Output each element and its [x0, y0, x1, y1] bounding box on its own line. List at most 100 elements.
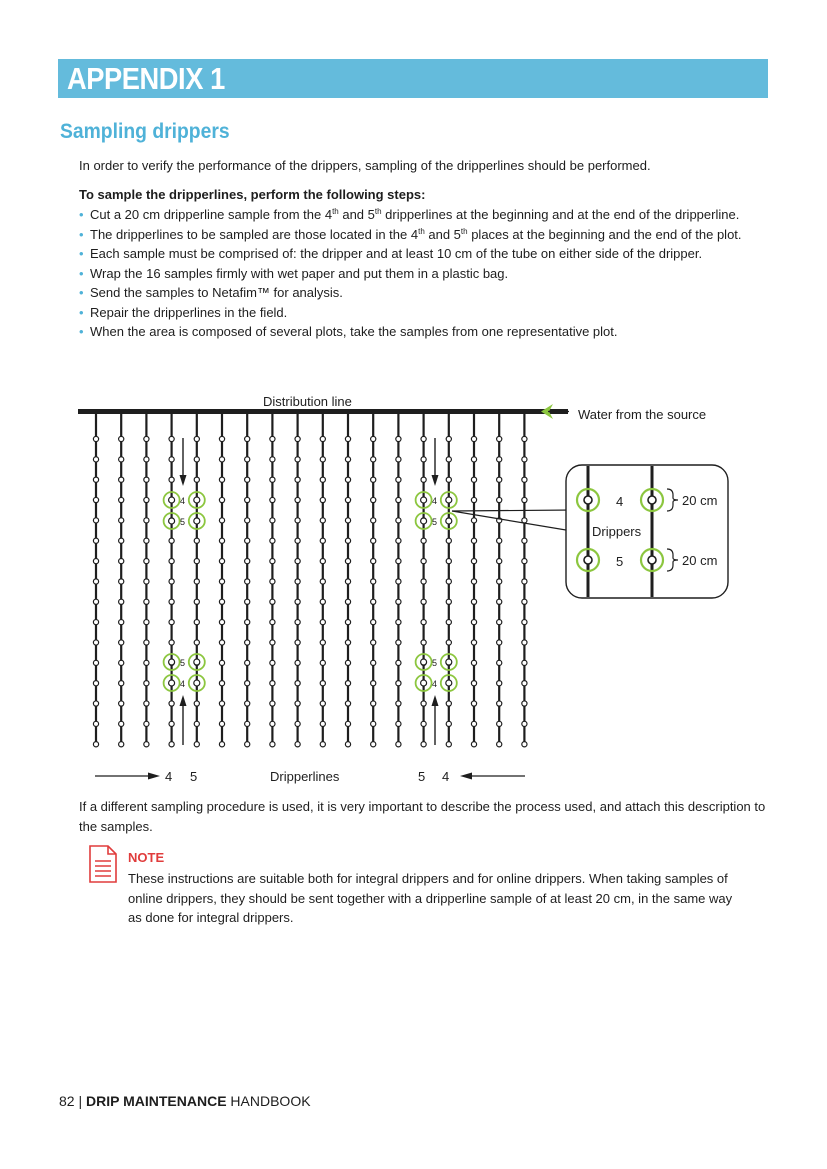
dripper — [445, 456, 452, 463]
superscript: th — [460, 226, 468, 236]
inset-sample-ring — [639, 547, 665, 573]
dripper — [92, 618, 100, 626]
inset-dripper — [583, 555, 593, 565]
dripper — [218, 435, 226, 443]
dripper — [496, 578, 503, 585]
dripper — [420, 741, 427, 748]
dripper — [420, 578, 427, 585]
dripper — [470, 618, 478, 626]
dripper — [496, 700, 503, 707]
dripper — [420, 639, 427, 646]
length-brace-icon — [666, 488, 679, 512]
step-text: Send the samples to Netafim™ for analysi… — [90, 285, 343, 300]
sampled-dripper — [420, 517, 428, 525]
dripper — [117, 578, 125, 585]
dripper — [496, 659, 503, 667]
dripper — [117, 496, 125, 504]
dripper — [243, 680, 251, 687]
dripper — [218, 598, 226, 606]
inset-frame — [565, 464, 729, 599]
inset-sample-ring — [575, 547, 601, 573]
dripper — [117, 517, 125, 524]
sample-ring — [187, 653, 206, 671]
sample-ring — [439, 512, 458, 530]
sampled-dripper — [445, 679, 453, 687]
dripper — [370, 659, 377, 667]
dripper — [294, 537, 301, 544]
dripper — [445, 618, 452, 626]
dripper — [420, 557, 427, 565]
down-arrow-icon — [179, 475, 187, 486]
dripper — [395, 578, 402, 585]
dripper — [370, 598, 377, 606]
dripper — [370, 639, 377, 646]
dripper — [496, 557, 503, 565]
sampled-dripper — [168, 496, 176, 504]
bullet-icon: • — [79, 285, 84, 300]
inset-dripper — [583, 495, 593, 505]
dripper — [218, 496, 226, 504]
step-item: • Cut a 20 cm dripperline sample from th… — [79, 205, 779, 225]
dripper — [269, 517, 276, 524]
dripper — [445, 435, 452, 443]
dripper — [117, 680, 125, 687]
dripper — [319, 578, 326, 585]
dripper — [420, 435, 427, 443]
step-item: • The dripperlines to be sampled are tho… — [79, 225, 779, 245]
dripper — [117, 537, 125, 544]
dripper — [168, 557, 175, 565]
dripper — [269, 700, 276, 707]
dripper — [143, 496, 150, 504]
dripper — [344, 456, 352, 463]
dripper — [395, 435, 402, 443]
dripper — [92, 557, 100, 565]
dripper — [470, 435, 478, 443]
dripper — [344, 659, 352, 667]
dripper — [496, 741, 503, 748]
procedure-note-paragraph: If a different sampling procedure is use… — [79, 799, 766, 834]
dripper — [218, 456, 226, 463]
dripper — [521, 680, 528, 687]
detail-inset: 4 5 Drippers 20 cm 20 cm — [565, 464, 729, 599]
dripper — [496, 456, 503, 463]
sample-number-label: 5 — [180, 658, 185, 668]
dripper — [269, 578, 276, 585]
dripper — [269, 598, 276, 606]
dripper — [193, 618, 200, 626]
dripper — [193, 598, 200, 606]
step-item: • Each sample must be comprised of: the … — [79, 244, 779, 264]
down-arrow-icon — [431, 475, 439, 486]
dripper — [395, 618, 402, 626]
dripper — [92, 476, 100, 483]
dripper — [420, 618, 427, 626]
dripper — [117, 700, 125, 707]
dripper — [294, 741, 301, 748]
step-item: • Repair the dripperlines in the field. — [79, 303, 779, 323]
dripper — [117, 618, 125, 626]
dripper — [319, 700, 326, 707]
dripper — [521, 578, 528, 585]
dripper — [319, 537, 326, 544]
dripper — [92, 537, 100, 544]
dripper — [319, 557, 326, 565]
sampled-dripper — [420, 658, 428, 666]
dripper — [294, 680, 301, 687]
sampled-dripper — [445, 496, 453, 504]
inset-sample-ring — [575, 487, 601, 513]
dripper — [470, 496, 478, 504]
dripper — [370, 496, 377, 504]
length-label: 20 cm — [682, 553, 717, 568]
step-text: Wrap the 16 samples firmly with wet pape… — [90, 265, 509, 281]
dripper — [521, 435, 528, 443]
dripper — [395, 598, 402, 606]
dripper — [168, 578, 175, 585]
dripper — [269, 659, 276, 667]
dripper — [243, 557, 251, 565]
dripper — [269, 435, 276, 443]
dripper — [344, 557, 352, 565]
right-arrow-icon — [148, 772, 160, 780]
dripper — [370, 720, 377, 728]
dripper — [319, 639, 326, 646]
dripper — [143, 517, 150, 524]
